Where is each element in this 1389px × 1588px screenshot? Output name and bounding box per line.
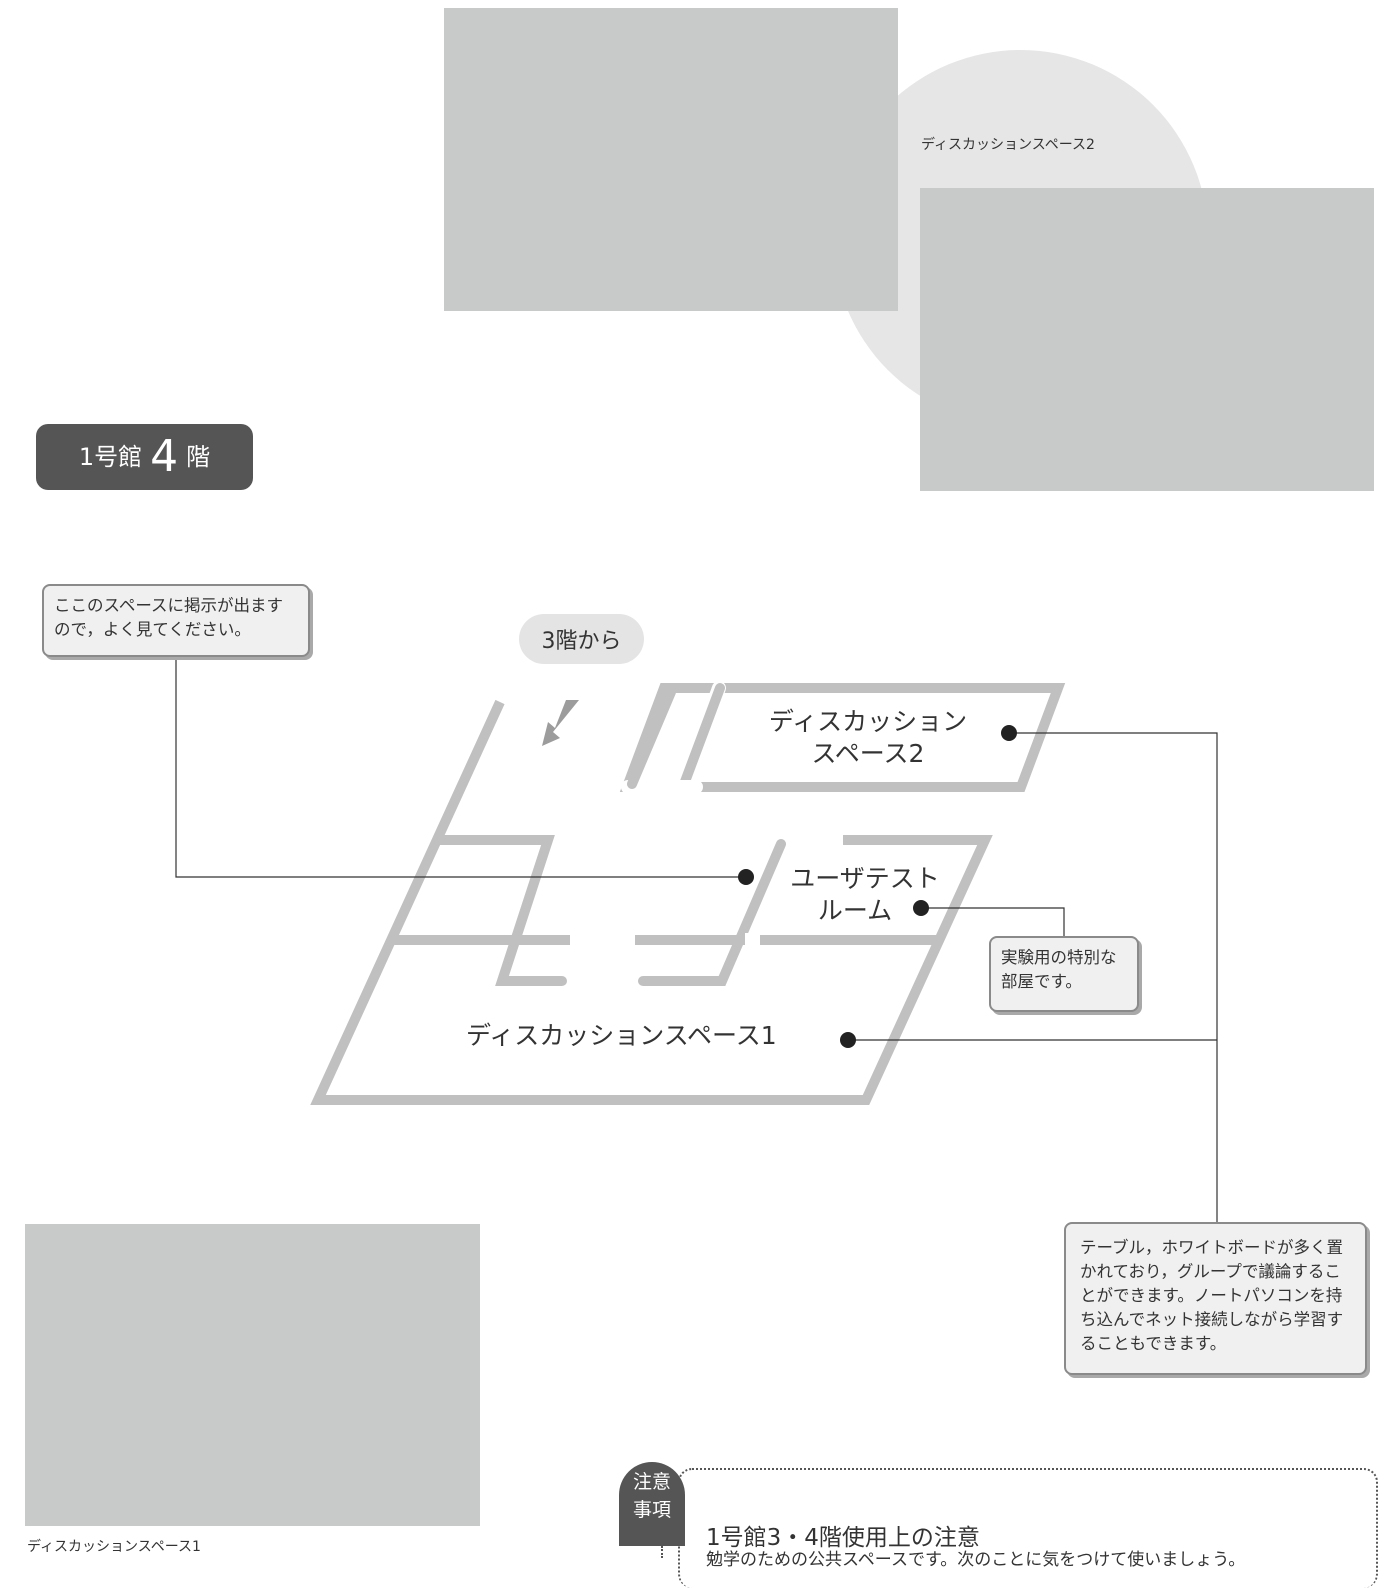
room-label-user-test-line1: ユーザテスト <box>790 864 940 893</box>
entry-from-3f-label: 3階から <box>519 614 644 664</box>
photo-discussion-space-1 <box>25 1224 480 1526</box>
room-label-discussion-2-line2: スペース2 <box>811 739 925 768</box>
floor-plan <box>175 655 1218 1222</box>
wall-partition-upper <box>435 835 567 986</box>
notice-badge-line1: 注意 <box>632 1471 671 1493</box>
marker-discussion-2 <box>1001 725 1017 741</box>
room-label-discussion-1: ディスカッションスペース1 <box>466 1021 777 1050</box>
notice-body: 勉学のための公共スペースです。次のことに気をつけて使いましょう。 <box>706 1550 1246 1570</box>
room-label-discussion-2: ディスカッション スペース2 <box>768 706 968 770</box>
building-label: 1号館 <box>78 443 143 471</box>
leader-discussion-2 <box>1009 732 1218 1222</box>
floor-title-badge: 1号館 4 階 <box>36 424 253 490</box>
room-label-discussion-2-line1: ディスカッション <box>768 707 968 736</box>
room-label-user-test: ユーザテスト ルーム <box>780 863 950 927</box>
leader-notice-board <box>175 655 746 878</box>
floor-suffix: 階 <box>186 443 211 471</box>
room-discussion-2-inner <box>678 683 725 792</box>
room-discussion-2-bottom-left <box>627 687 676 789</box>
callout-notice-board: ここのスペースに掲示が出ますので，よく見てください。 <box>42 584 310 657</box>
arrow-from-3f-icon <box>542 700 579 746</box>
marker-user-test <box>913 900 929 916</box>
notice-badge: 注意 事項 <box>619 1462 685 1546</box>
leader-user-test <box>921 907 1065 936</box>
photo-top-left <box>444 8 898 311</box>
notice-divider <box>661 1546 663 1558</box>
photo-caption-discussion-2: ディスカッションスペース2 <box>921 137 1095 153</box>
notice-title: 1号館3・4階使用上の注意 <box>706 1525 980 1551</box>
room-user-test-wall <box>638 839 786 986</box>
marker-notice-board <box>738 869 754 885</box>
wall-outer-left <box>310 699 993 1105</box>
notice-badge-line2: 事項 <box>632 1499 671 1521</box>
room-label-user-test-line2: ルーム <box>817 896 893 925</box>
photo-discussion-space-2 <box>920 188 1374 491</box>
floor-number: 4 <box>150 431 179 482</box>
photo-caption-discussion-1: ディスカッションスペース1 <box>27 1539 201 1555</box>
callout-user-test-room: 実験用の特別な部屋です。 <box>989 936 1139 1012</box>
callout-discussion-space: テーブル，ホワイトボードが多く置かれており，グループで議論することができます。ノ… <box>1064 1222 1367 1375</box>
marker-discussion-1 <box>840 1032 856 1048</box>
